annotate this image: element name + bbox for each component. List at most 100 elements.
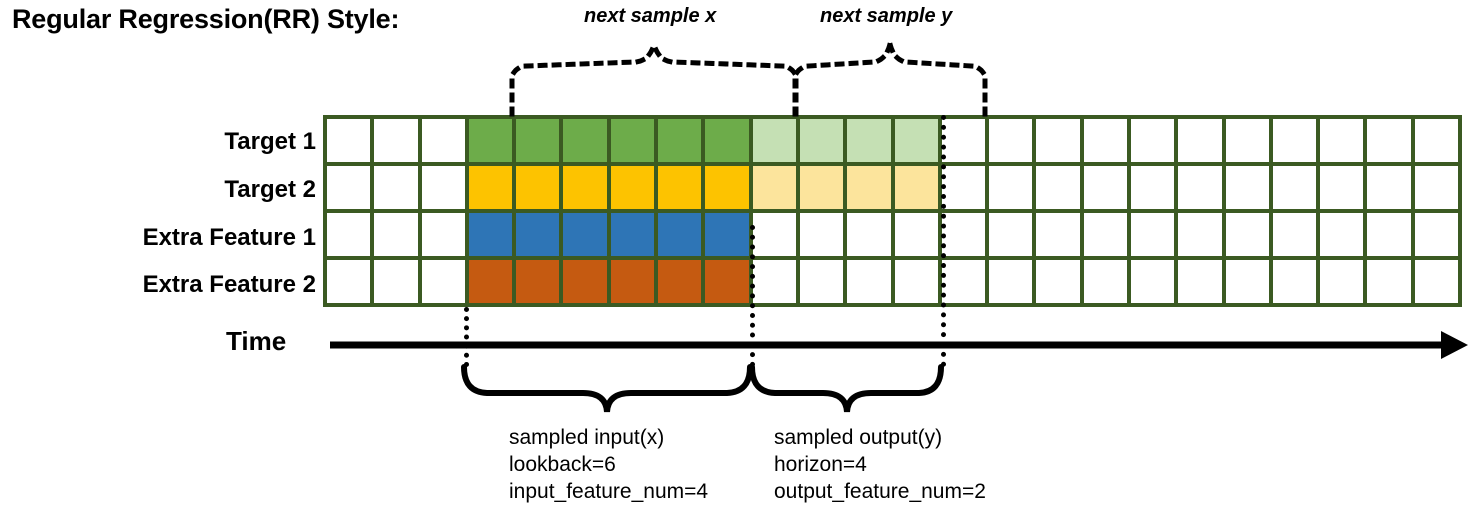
grid-cell-extra-feature-2-2 [374, 260, 418, 303]
note-sampled-output: sampled output(y) horizon=4 output_featu… [774, 424, 986, 505]
grid-cell-target-1-18 [1130, 119, 1175, 162]
row-label-target-2: Target 2 [224, 176, 316, 203]
grid-cell-extra-feature-1-3 [421, 213, 465, 256]
grid-cell-target-2-19 [1178, 166, 1222, 209]
time-axis-label: Time [226, 326, 287, 356]
grid-cell-target-2-9 [705, 166, 749, 209]
grid-cell-target-2-4 [468, 166, 513, 209]
grid-cell-extra-feature-2-23 [1367, 260, 1411, 303]
grid-cell-extra-feature-1-10 [752, 213, 796, 256]
grid-cell-extra-feature-1-23 [1367, 213, 1411, 256]
grid-cell-target-2-21 [1272, 166, 1317, 209]
row-label-target-1: Target 1 [224, 128, 316, 155]
grid-cell-target-2-12 [847, 166, 891, 209]
grid-cell-extra-feature-1-22 [1320, 213, 1364, 256]
grid-cell-target-2-7 [610, 166, 655, 209]
grid-cell-extra-feature-2-24 [1414, 260, 1458, 303]
grid-cell-target-2-6 [563, 166, 607, 209]
grid-cell-target-1-6 [563, 119, 607, 162]
note-sampled-output-line-3: output_feature_num=2 [774, 480, 986, 503]
note-sampled-output-line-2: horizon=4 [774, 453, 867, 476]
grid-cell-extra-feature-2-11 [799, 260, 844, 303]
grid-cell-target-1-11 [799, 119, 844, 162]
grid-cell-target-1-9 [705, 119, 749, 162]
grid-cell-extra-feature-2-6 [563, 260, 607, 303]
grid-cell-target-2-24 [1414, 166, 1458, 209]
grid-cell-extra-feature-1-14 [941, 213, 986, 256]
grid-cell-extra-feature-1-18 [1130, 213, 1175, 256]
grid-cell-target-1-19 [1178, 119, 1222, 162]
grid-cell-extra-feature-2-17 [1083, 260, 1127, 303]
timeseries-grid [323, 115, 1462, 307]
grid-cell-extra-feature-1-4 [468, 213, 513, 256]
grid-cell-extra-feature-2-21 [1272, 260, 1317, 303]
grid-cell-target-2-1 [327, 166, 371, 209]
grid-cell-extra-feature-2-9 [705, 260, 749, 303]
grid-cell-target-2-22 [1320, 166, 1364, 209]
note-sampled-input: sampled input(x) lookback=6 input_featur… [509, 424, 708, 505]
grid-cell-extra-feature-2-8 [658, 260, 702, 303]
curly-brace-sampled-input [461, 364, 753, 413]
grid-cell-target-2-3 [421, 166, 465, 209]
grid-cell-target-1-12 [847, 119, 891, 162]
grid-cell-extra-feature-2-10 [752, 260, 796, 303]
grid-cell-target-1-4 [468, 119, 513, 162]
grid-cell-extra-feature-1-19 [1178, 213, 1222, 256]
grid-cell-extra-feature-1-11 [799, 213, 844, 256]
grid-cell-extra-feature-1-16 [1036, 213, 1080, 256]
grid-cell-extra-feature-2-4 [468, 260, 513, 303]
grid-cell-extra-feature-1-8 [658, 213, 702, 256]
grid-cell-extra-feature-2-16 [1036, 260, 1080, 303]
grid-cell-target-1-23 [1367, 119, 1411, 162]
grid-cell-target-2-14 [941, 166, 986, 209]
grid-cell-extra-feature-1-17 [1083, 213, 1127, 256]
grid-cell-extra-feature-2-5 [516, 260, 560, 303]
grid-cell-target-2-18 [1130, 166, 1175, 209]
grid-cell-extra-feature-2-20 [1225, 260, 1269, 303]
grid-cell-target-1-5 [516, 119, 560, 162]
grid-cell-extra-feature-1-13 [894, 213, 938, 256]
grid-cell-target-1-14 [941, 119, 986, 162]
grid-cell-extra-feature-1-12 [847, 213, 891, 256]
grid-cell-target-2-17 [1083, 166, 1127, 209]
note-sampled-input-line-2: lookback=6 [509, 453, 616, 476]
grid-cell-target-2-5 [516, 166, 560, 209]
grid-cell-extra-feature-2-1 [327, 260, 371, 303]
grid-cell-extra-feature-1-15 [989, 213, 1033, 256]
grid-cell-extra-feature-2-13 [894, 260, 938, 303]
grid-cell-target-1-16 [1036, 119, 1080, 162]
time-arrow-head [1441, 331, 1468, 359]
grid-cell-extra-feature-2-7 [610, 260, 655, 303]
grid-cell-target-1-17 [1083, 119, 1127, 162]
grid-cell-target-1-24 [1414, 119, 1458, 162]
grid-cell-target-2-20 [1225, 166, 1269, 209]
grid-cell-extra-feature-1-7 [610, 213, 655, 256]
grid-cell-target-1-7 [610, 119, 655, 162]
grid-cell-target-1-13 [894, 119, 938, 162]
curly-brace-sampled-output [749, 364, 944, 413]
grid-cell-extra-feature-2-12 [847, 260, 891, 303]
row-label-extra-feature-2: Extra Feature 2 [142, 271, 316, 298]
note-sampled-input-line-1: sampled input(x) [509, 426, 665, 449]
grid-cell-target-2-16 [1036, 166, 1080, 209]
note-sampled-output-line-1: sampled output(y) [774, 426, 943, 449]
guide-line-output-end [941, 115, 946, 367]
grid-cell-extra-feature-1-9 [705, 213, 749, 256]
grid-cell-target-1-22 [1320, 119, 1364, 162]
dotted-brace-next-sample-x [509, 40, 799, 117]
grid-cell-target-1-10 [752, 119, 796, 162]
grid-cell-extra-feature-2-15 [989, 260, 1033, 303]
grid-cell-extra-feature-1-24 [1414, 213, 1458, 256]
guide-line-input-start [464, 307, 469, 367]
note-sampled-input-line-3: input_feature_num=4 [509, 480, 709, 503]
grid-cell-target-1-3 [421, 119, 465, 162]
grid-cell-target-2-2 [374, 166, 418, 209]
page-title: Regular Regression(RR) Style: [12, 4, 400, 34]
grid-cell-target-2-11 [799, 166, 844, 209]
grid-cell-extra-feature-2-18 [1130, 260, 1175, 303]
grid-cell-target-2-13 [894, 166, 938, 209]
grid-cell-extra-feature-2-19 [1178, 260, 1222, 303]
grid-cell-extra-feature-1-1 [327, 213, 371, 256]
grid-cell-target-2-10 [752, 166, 796, 209]
